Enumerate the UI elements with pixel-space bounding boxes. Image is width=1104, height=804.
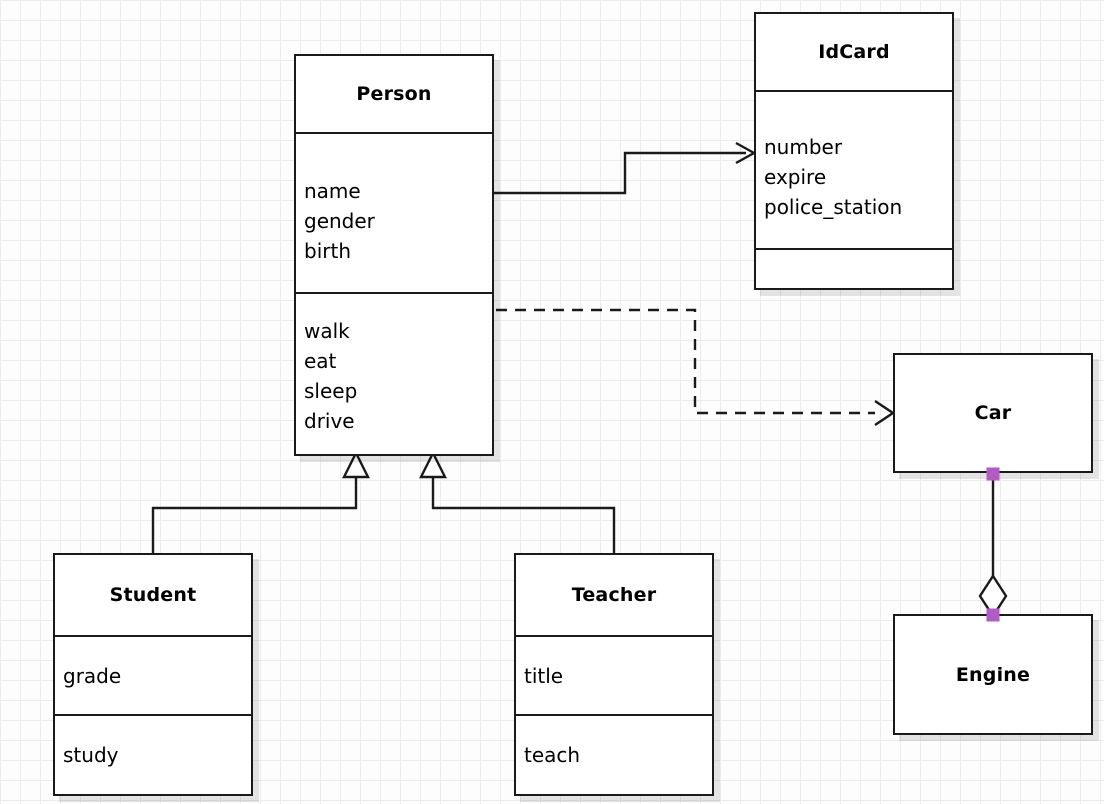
class-title-compartment: Car bbox=[895, 355, 1091, 471]
relationship-aggregation-car-engine[interactable] bbox=[978, 474, 1008, 619]
connector-handle-car-end[interactable] bbox=[986, 467, 1000, 481]
class-name-label: IdCard bbox=[818, 41, 890, 63]
open-arrowhead-icon bbox=[735, 141, 757, 165]
generalization-line-teacher-person bbox=[431, 474, 616, 553]
attribute-item: grade bbox=[63, 663, 122, 688]
class-attributes-compartment: title bbox=[516, 635, 712, 714]
class-attributes-compartment: name gender birth bbox=[296, 132, 492, 292]
class-name-label: Car bbox=[974, 402, 1012, 424]
class-title-compartment: Person bbox=[296, 56, 492, 132]
uml-class-student[interactable]: Student grade study bbox=[53, 553, 253, 796]
uml-class-car[interactable]: Car bbox=[893, 353, 1093, 473]
attribute-item: birth bbox=[304, 239, 351, 263]
class-title-compartment: Student bbox=[55, 555, 251, 635]
operation-item: drive bbox=[304, 409, 355, 433]
class-name-label: Person bbox=[356, 83, 432, 105]
relationship-generalization-student-person[interactable] bbox=[151, 450, 370, 553]
class-name-label: Student bbox=[109, 584, 197, 606]
class-name-label: Engine bbox=[955, 663, 1031, 686]
class-name-label: Teacher bbox=[571, 584, 657, 606]
dependency-line-person-car bbox=[496, 308, 875, 415]
operation-item: study bbox=[63, 743, 119, 767]
attribute-item: name bbox=[304, 179, 361, 203]
association-line-person-idcard bbox=[494, 151, 746, 195]
generalization-line-student-person bbox=[151, 474, 358, 553]
attribute-item: title bbox=[524, 663, 564, 688]
operation-item: eat bbox=[304, 349, 337, 373]
operation-item: sleep bbox=[304, 379, 358, 403]
attribute-item: gender bbox=[304, 209, 375, 233]
class-operations-compartment: teach bbox=[516, 714, 712, 794]
class-attributes-compartment: number expire police_station bbox=[756, 90, 952, 248]
class-operations-compartment bbox=[756, 248, 952, 288]
class-title-compartment: Engine bbox=[895, 616, 1091, 733]
open-arrowhead-icon bbox=[874, 400, 896, 426]
relationship-dependency-person-car[interactable] bbox=[496, 308, 896, 426]
class-title-compartment: Teacher bbox=[516, 555, 712, 635]
class-operations-compartment: walk eat sleep drive bbox=[296, 292, 492, 454]
uml-class-person[interactable]: Person name gender birth walk eat sleep … bbox=[294, 54, 494, 456]
relationship-generalization-teacher-person[interactable] bbox=[419, 450, 616, 553]
connector-handle-engine-end[interactable] bbox=[986, 608, 1000, 622]
uml-class-engine[interactable]: Engine bbox=[893, 614, 1093, 735]
relationship-association-person-idcard[interactable] bbox=[494, 141, 757, 195]
uml-class-idcard[interactable]: IdCard number expire police_station bbox=[754, 12, 954, 290]
attribute-item: expire bbox=[764, 165, 827, 189]
class-title-compartment: IdCard bbox=[756, 14, 952, 90]
operation-item: walk bbox=[304, 319, 350, 343]
operation-item: teach bbox=[524, 743, 581, 767]
attribute-item: police_station bbox=[764, 195, 903, 219]
hollow-triangle-arrowhead-icon bbox=[342, 450, 370, 479]
attribute-item: number bbox=[764, 135, 843, 159]
class-attributes-compartment: grade bbox=[55, 635, 251, 714]
class-operations-compartment: study bbox=[55, 714, 251, 794]
uml-class-teacher[interactable]: Teacher title teach bbox=[514, 553, 714, 796]
hollow-triangle-arrowhead-icon bbox=[419, 450, 447, 479]
